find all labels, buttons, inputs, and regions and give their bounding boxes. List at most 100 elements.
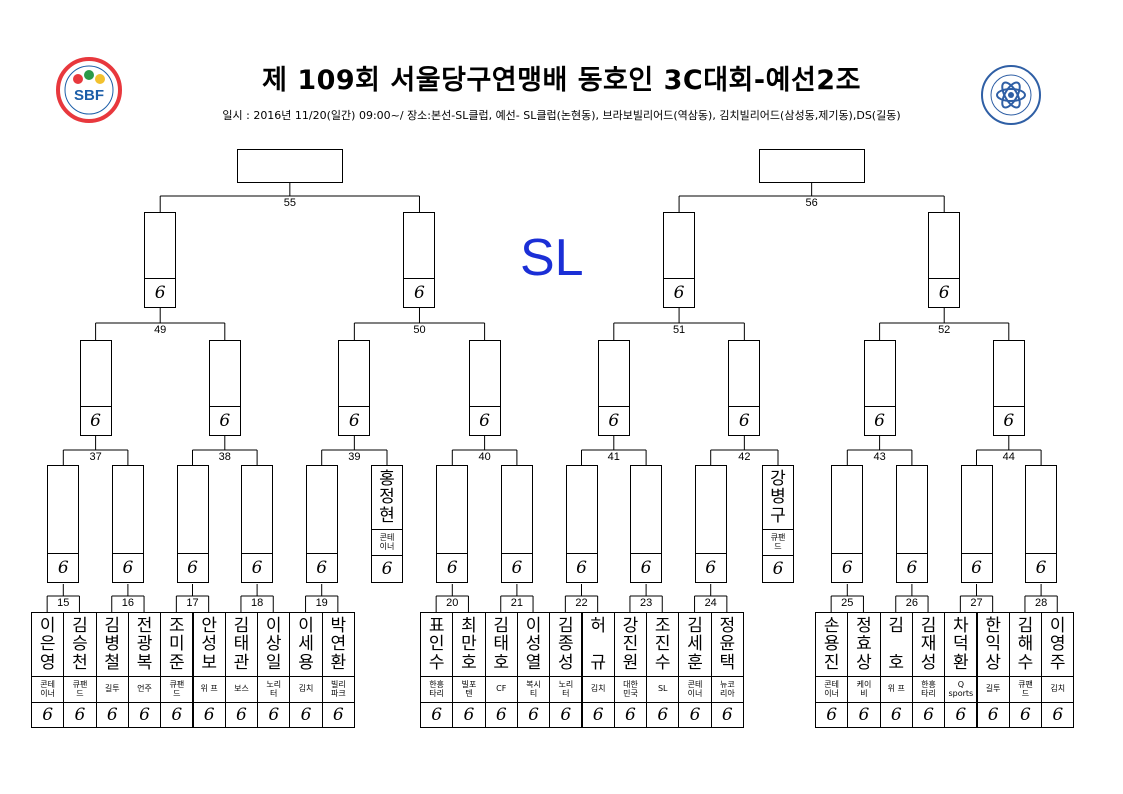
bracket-slot: 6 [47, 465, 80, 583]
bracket-slot: 6 [338, 340, 371, 436]
score-mark: 6 [640, 558, 652, 578]
player-team: 김치 [581, 676, 615, 702]
match-number: 49 [154, 324, 167, 336]
match-number: 24 [704, 597, 717, 609]
match-number: 16 [121, 597, 135, 609]
bracket-slot: 6 [694, 465, 727, 583]
player-team: 콘테 이너 [815, 676, 849, 702]
bracket-slot: 6 [895, 465, 928, 583]
player-team: 한흥 타리 [420, 676, 454, 702]
player-name: 김 태 호 [484, 612, 518, 676]
player-name: 강 진 원 [613, 612, 648, 676]
score-mark: 6 [772, 559, 784, 579]
player-team: SL [646, 676, 680, 702]
bracket-slot: 6 [597, 340, 630, 436]
score-mark: 6 [257, 702, 291, 728]
player-name: 김 승 천 [63, 612, 97, 676]
score-mark: 6 [847, 702, 881, 728]
score-mark: 6 [187, 558, 198, 578]
score-mark: 6 [452, 702, 486, 728]
score-mark: 6 [906, 558, 918, 578]
bracket-slot: 6 [863, 340, 896, 436]
winner-box [758, 149, 865, 183]
match-number: 37 [89, 451, 102, 463]
score-mark: 6 [971, 558, 982, 578]
bracket-slot: 6 [1025, 465, 1058, 583]
bracket-slot: 6 [960, 465, 993, 583]
player-team: 콘테 이너 [678, 676, 712, 702]
match-number: 19 [315, 597, 328, 609]
score-mark: 6 [944, 702, 978, 728]
score-mark: 6 [705, 558, 717, 578]
bracket-slot: 6 [992, 340, 1025, 436]
match-number: 39 [348, 451, 361, 463]
match-number: 17 [186, 597, 199, 609]
score-mark: 6 [414, 283, 425, 303]
score-mark: 6 [511, 558, 523, 578]
score-mark: 6 [911, 702, 946, 728]
player-team: 위 프 [192, 676, 226, 702]
bracket-slot: 6 [176, 465, 209, 583]
match-number: 41 [607, 451, 620, 463]
player-name: 정 효 상 [847, 612, 881, 676]
player-name: 차 덕 환 [944, 612, 978, 676]
score-mark: 6 [348, 411, 360, 431]
bracket-slot: 6 [831, 465, 864, 583]
score-mark: 6 [841, 558, 853, 578]
bracket-slot: 6 [500, 465, 533, 583]
player-team: 언주 [127, 676, 162, 702]
player-name: 김 종 성 [549, 612, 583, 676]
player-name: 김 세 훈 [678, 612, 712, 676]
match-number: 21 [510, 597, 524, 609]
score-mark: 6 [879, 702, 913, 728]
player-name: 박 연 환 [321, 612, 355, 676]
match-number: 50 [413, 324, 426, 336]
player-team: 케이 비 [847, 676, 881, 702]
player-team: 콘테 이너 [372, 530, 402, 556]
player-team: 콘테 이너 [31, 676, 65, 702]
player-name: 이 세 용 [289, 612, 323, 676]
player-name: 강 병 구 [763, 466, 793, 530]
bracket-slot: 6 [208, 340, 241, 436]
score-mark: 6 [446, 558, 458, 578]
player-name: 김 태 관 [224, 612, 259, 676]
match-number: 51 [672, 324, 686, 336]
player-name: 허 규 [581, 612, 615, 676]
score-mark: 6 [251, 558, 263, 578]
player-name: 한 익 상 [976, 612, 1010, 676]
player-team: Q sports [944, 676, 978, 702]
score-mark: 6 [1035, 558, 1047, 578]
score-mark: 6 [710, 702, 744, 728]
player-name: 김 재 성 [911, 612, 946, 676]
match-number: 55 [283, 197, 296, 209]
score-mark: 6 [154, 283, 166, 303]
bracket-slot: 6 [928, 212, 961, 308]
bracket-slot: 6 [305, 465, 338, 583]
match-number: 23 [639, 597, 653, 609]
score-mark: 6 [938, 283, 950, 303]
player-team: 큐팬 드 [1008, 676, 1043, 702]
player-name: 김 호 [879, 612, 913, 676]
match-number: 40 [478, 451, 491, 463]
score-mark: 6 [479, 411, 490, 431]
match-number: 42 [738, 451, 751, 463]
player-name: 이 영 주 [1041, 612, 1075, 676]
score-mark: 6 [815, 702, 849, 728]
player-team: 대한 민국 [613, 676, 648, 702]
score-mark: 6 [976, 702, 1010, 728]
player-team: 보스 [224, 676, 259, 702]
score-mark: 6 [160, 702, 194, 728]
player-team: 김치 [289, 676, 323, 702]
